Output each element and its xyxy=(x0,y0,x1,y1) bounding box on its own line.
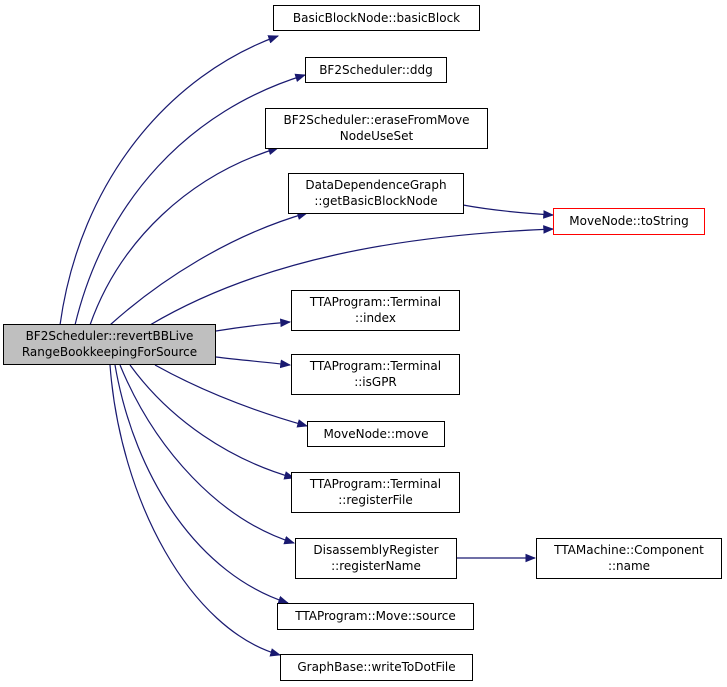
node-terminal-register-file-line-1: TTAProgram::Terminal xyxy=(309,477,441,491)
edge-root-to-move-node-to-string xyxy=(149,225,555,326)
node-root-line-1: BF2Scheduler::revertBBLive xyxy=(26,329,194,343)
node-terminal-is-gpr[interactable]: TTAProgram::Terminal ::isGPR xyxy=(291,354,460,395)
edge-root-to-basic-block xyxy=(59,35,280,326)
node-erase-from-move[interactable]: BF2Scheduler::eraseFromMove NodeUseSet xyxy=(265,108,488,149)
node-terminal-register-file-line-2: ::registerFile xyxy=(338,493,412,507)
edge-root-to-move-source xyxy=(114,364,290,605)
edge-root-to-terminal-index xyxy=(215,318,292,332)
node-root[interactable]: BF2Scheduler::revertBBLive RangeBookkeep… xyxy=(3,324,216,365)
node-component-name-line-2: ::name xyxy=(608,559,650,573)
node-disassembly-register-name-line-2: ::registerName xyxy=(331,559,421,573)
edge-root-to-write-to-dot-file xyxy=(109,364,282,657)
node-ddg[interactable]: BF2Scheduler::ddg xyxy=(305,57,447,83)
edge-get-basic-block-node-to-move-node-to-string xyxy=(462,204,555,219)
node-write-to-dot-file-label: GraphBase::writeToDotFile xyxy=(297,660,455,674)
edge-root-to-get-basic-block-node xyxy=(109,211,309,326)
node-move-source-label: TTAProgram::Move::source xyxy=(294,609,456,623)
node-erase-from-move-line-1: BF2Scheduler::eraseFromMove xyxy=(284,113,470,127)
node-root-line-2: RangeBookkeepingForSource xyxy=(22,345,197,359)
edge-root-to-erase-from-move xyxy=(89,146,280,326)
node-basic-block[interactable]: BasicBlockNode::basicBlock xyxy=(273,5,480,31)
node-component-name[interactable]: TTAMachine::Component ::name xyxy=(536,538,722,579)
node-terminal-is-gpr-line-1: TTAProgram::Terminal xyxy=(309,359,441,373)
node-get-basic-block-node[interactable]: DataDependenceGraph ::getBasicBlockNode xyxy=(288,173,464,214)
node-move-node-to-string-label: MoveNode::toString xyxy=(569,214,688,228)
node-terminal-is-gpr-line-2: ::isGPR xyxy=(354,375,397,389)
node-ddg-label: BF2Scheduler::ddg xyxy=(319,63,433,77)
node-terminal-index[interactable]: TTAProgram::Terminal ::index xyxy=(291,290,460,331)
edge-root-to-disassembly-register-name xyxy=(119,364,296,545)
node-write-to-dot-file[interactable]: GraphBase::writeToDotFile xyxy=(280,654,473,681)
node-terminal-index-line-2: ::index xyxy=(355,311,396,325)
edge-root-to-ddg xyxy=(74,73,307,326)
node-move-source[interactable]: TTAProgram::Move::source xyxy=(277,603,474,630)
edge-root-to-terminal-register-file xyxy=(129,364,296,480)
node-basic-block-label: BasicBlockNode::basicBlock xyxy=(293,11,460,25)
node-get-basic-block-node-line-1: DataDependenceGraph xyxy=(305,178,446,192)
node-move-node-move[interactable]: MoveNode::move xyxy=(307,421,445,447)
edge-root-to-move-node-move xyxy=(154,364,309,428)
node-move-node-to-string[interactable]: MoveNode::toString xyxy=(553,208,705,235)
edges xyxy=(59,35,555,657)
node-get-basic-block-node-line-2: ::getBasicBlockNode xyxy=(314,194,437,208)
edge-root-to-terminal-is-gpr xyxy=(215,356,292,369)
node-move-node-move-label: MoveNode::move xyxy=(323,427,428,441)
node-terminal-index-line-1: TTAProgram::Terminal xyxy=(309,295,441,309)
node-disassembly-register-name-line-1: DisassemblyRegister xyxy=(313,543,438,557)
node-component-name-line-1: TTAMachine::Component xyxy=(553,543,704,557)
node-erase-from-move-line-2: NodeUseSet xyxy=(340,129,414,143)
node-terminal-register-file[interactable]: TTAProgram::Terminal ::registerFile xyxy=(291,472,460,513)
node-disassembly-register-name[interactable]: DisassemblyRegister ::registerName xyxy=(295,538,457,579)
